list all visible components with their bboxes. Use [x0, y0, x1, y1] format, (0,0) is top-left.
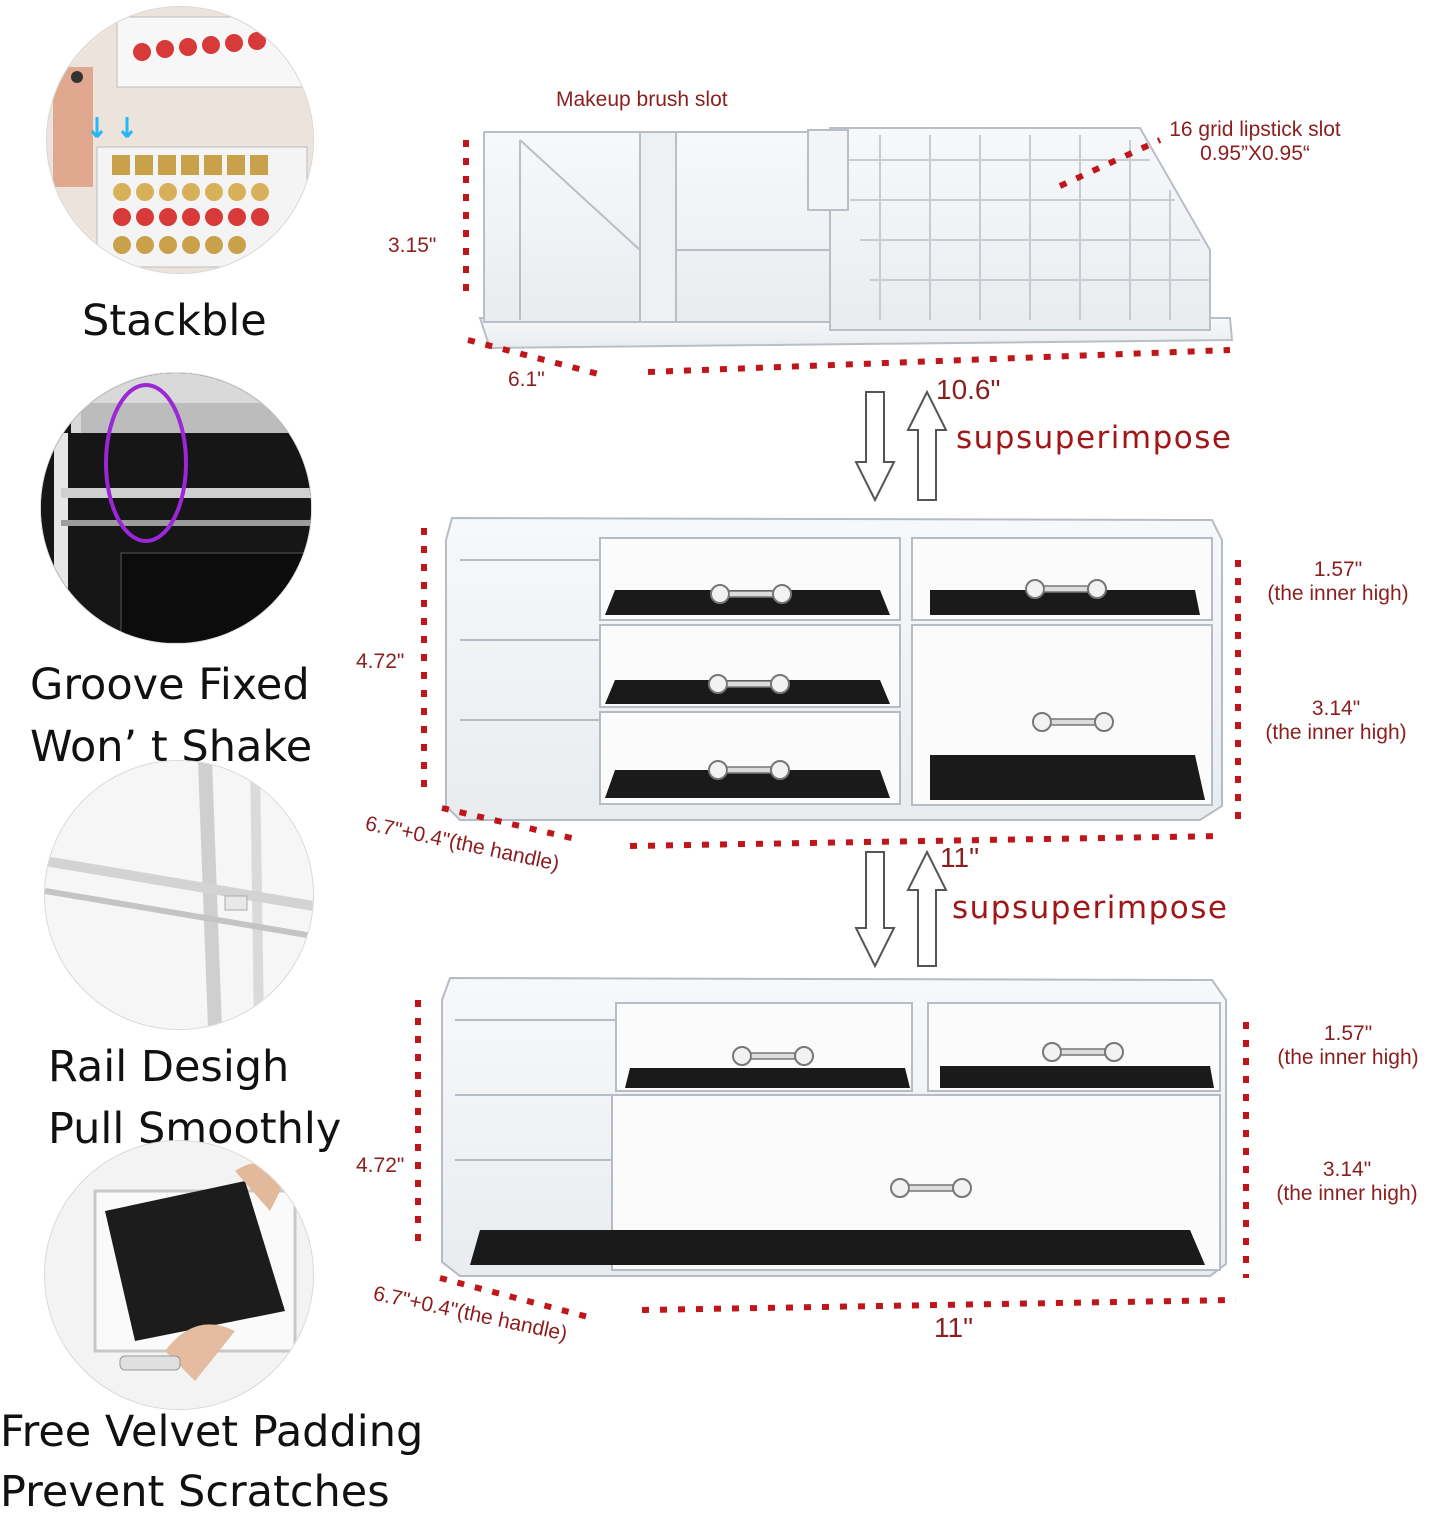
- middle-drawer-unit: [445, 516, 1223, 821]
- middle-lower-note: (the inner high): [1265, 721, 1407, 745]
- stack-arrows-1: [854, 389, 948, 503]
- tray-height-label: 3.15": [388, 234, 437, 257]
- top-lipstick-tray: [478, 127, 1234, 350]
- middle-upper-note: (the inner high): [1267, 582, 1409, 606]
- tray-depth-label: 6.1": [508, 368, 545, 391]
- groove-photo: [40, 372, 312, 644]
- middle-lower-drawer-label: 3.14" (the inner high): [1246, 697, 1426, 745]
- feature-caption-rail: Rail Desigh Pull Smoothly: [48, 1036, 341, 1161]
- groove-closeup-image: [41, 373, 311, 643]
- bottom-depth-label: 6.7"+0.4"(the handle): [371, 1282, 570, 1346]
- stack-label-2: supsuperimpose: [952, 890, 1229, 926]
- feature-caption-velvet: Free Velvet Padding Prevent Scratches: [0, 1402, 423, 1522]
- middle-depth-label: 6.7"+0.4"(the handle): [363, 812, 562, 876]
- tray-width-label: 10.6": [936, 374, 1001, 405]
- lipstick-slot-label: 16 grid lipstick slot 0.95”X0.95“: [1150, 118, 1360, 166]
- velvet-photo: [44, 1140, 314, 1410]
- stackable-photo: [46, 6, 314, 274]
- feature-caption-line: Free Velvet Padding: [0, 1407, 424, 1457]
- dimension-lines: [415, 137, 1249, 1321]
- bottom-upper-note: (the inner high): [1277, 1046, 1419, 1070]
- middle-height-label: 4.72": [356, 650, 405, 673]
- bottom-lower-note: (the inner high): [1276, 1182, 1418, 1206]
- bottom-upper-drawer-label: 1.57" (the inner high): [1258, 1022, 1437, 1070]
- middle-upper-height: 1.57": [1313, 558, 1363, 581]
- velvet-padding-image: [45, 1141, 313, 1409]
- middle-lower-height: 3.14": [1311, 697, 1361, 720]
- stack-label-1: supsuperimpose: [956, 420, 1233, 456]
- middle-width-label: 11": [940, 842, 980, 873]
- lipstick-slot-size: 0.95”X0.95“: [1200, 142, 1310, 166]
- bottom-lower-drawer-label: 3.14" (the inner high): [1257, 1158, 1437, 1206]
- bottom-lower-height: 3.14": [1322, 1158, 1372, 1181]
- feature-caption-line: Groove Fixed: [30, 660, 310, 710]
- stack-arrows-2: [854, 849, 948, 969]
- feature-caption-stackable: Stackble: [82, 300, 267, 343]
- feature-caption-line: Rail Desigh: [48, 1042, 290, 1092]
- bottom-width-label: 11": [934, 1312, 974, 1343]
- rail-closeup-image: [45, 761, 313, 1029]
- lipstick-slot-count: 16 grid lipstick slot: [1169, 118, 1341, 141]
- middle-upper-drawer-label: 1.57" (the inner high): [1248, 558, 1428, 606]
- bottom-upper-height: 1.57": [1323, 1022, 1373, 1045]
- bottom-height-label: 4.72": [356, 1154, 405, 1177]
- bottom-drawer-unit: [441, 976, 1227, 1277]
- brush-slot-label: Makeup brush slot: [556, 88, 728, 111]
- feature-caption-line: Stackble: [82, 296, 267, 346]
- groove-highlight-ring: [104, 383, 188, 543]
- stacked-lipstick-organizer-image: [47, 7, 313, 273]
- rail-photo: [44, 760, 314, 1030]
- feature-caption-line: Prevent Scratches: [0, 1467, 390, 1518]
